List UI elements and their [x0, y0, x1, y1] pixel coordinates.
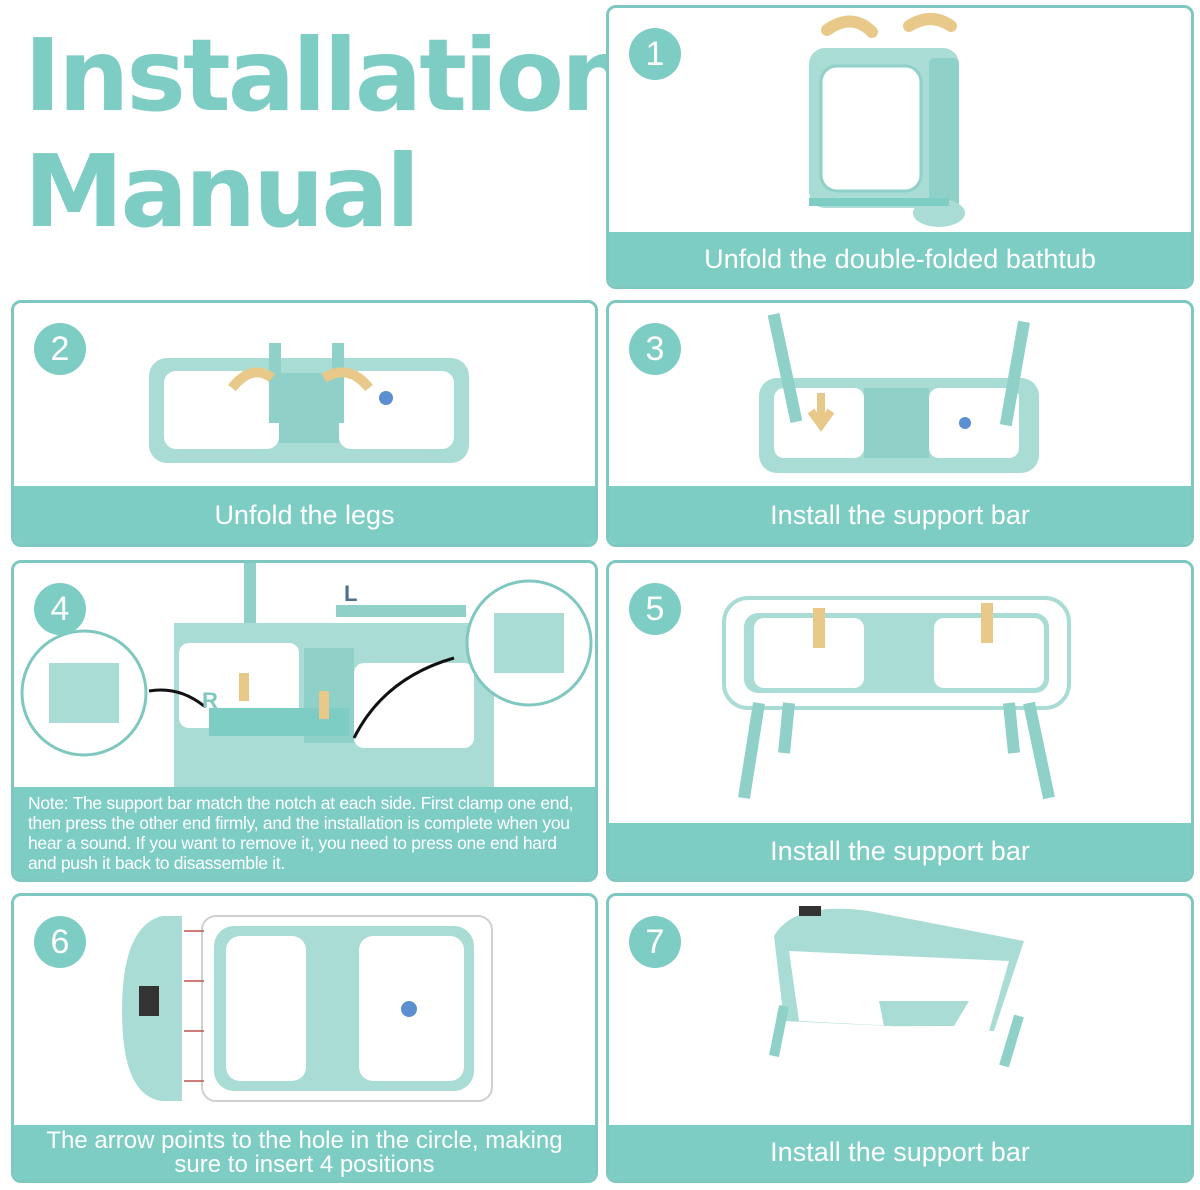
step-3-badge: 3	[629, 323, 681, 375]
step-4-badge: 4	[34, 583, 86, 635]
support-bar-illustration	[759, 312, 1039, 473]
side-insert-illustration	[122, 915, 493, 1102]
step-2-card: 2 Unfold the legs	[11, 300, 598, 547]
step-1-caption: Unfold the double-folded bathtub	[609, 232, 1191, 286]
label-l: L	[344, 581, 357, 606]
step-2-caption: Unfold the legs	[14, 486, 595, 544]
step-2-badge: 2	[34, 323, 86, 375]
step-5-card: 5 Install the support bar	[606, 560, 1194, 882]
step-3-card: 3 Install the support bar	[606, 300, 1194, 547]
assembled-bathtub-illustration	[722, 596, 1071, 800]
step-6-card: 6 The arrow points to the hole in the ci…	[11, 893, 598, 1183]
step-1-card: 1 Unfold the double-folded bathtub	[606, 5, 1194, 289]
step-5-caption: Install the support bar	[609, 823, 1191, 879]
manual-title: Installation Manual	[24, 17, 632, 250]
label-r: R	[202, 688, 218, 713]
unfold-legs-illustration	[149, 343, 469, 463]
step-5-badge: 5	[629, 583, 681, 635]
step-3-caption: Install the support bar	[609, 486, 1191, 544]
step-7-caption: Install the support bar	[609, 1125, 1191, 1180]
title-line-2: Manual	[24, 133, 420, 250]
step-6-badge: 6	[34, 916, 86, 968]
step-1-badge: 1	[629, 28, 681, 80]
step-6-caption: The arrow points to the hole in the circ…	[14, 1125, 595, 1180]
step-7-badge: 7	[629, 916, 681, 968]
step-4-card: 4 R L Note: The support bar match the no…	[11, 560, 598, 882]
step-4-note: Note: The support bar match the notch at…	[14, 787, 595, 879]
folded-bathtub-illustration	[809, 13, 965, 227]
clamp-detail-illustration: R L	[20, 563, 593, 803]
finished-bathtub-illustration	[769, 906, 1024, 1068]
step-7-card: 7 Install the support bar	[606, 893, 1194, 1183]
title-line-1: Installation	[24, 17, 632, 134]
